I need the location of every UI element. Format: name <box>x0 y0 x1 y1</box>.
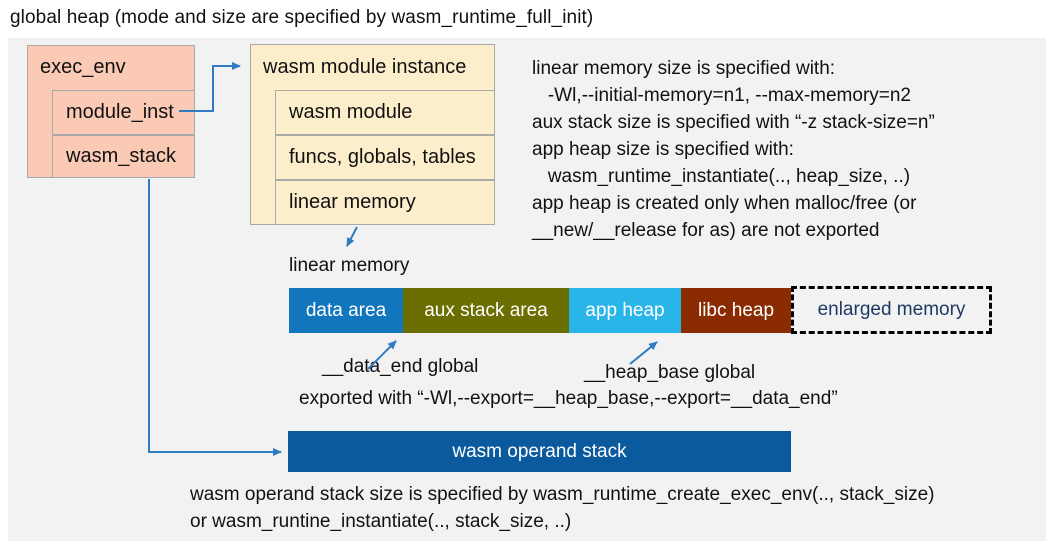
module-instance-header: wasm module instance <box>263 55 467 78</box>
module-instance-row-funcs-globals-tables: funcs, globals, tables <box>275 135 495 180</box>
note-line: linear memory size is specified with: <box>532 58 836 79</box>
note-line: -Wl,--initial-memory=n1, --max-memory=n2 <box>532 85 911 106</box>
data-end-global-label: __data_end global <box>322 356 479 377</box>
note-line: __new/__release for as) are not exported <box>532 220 880 241</box>
note-line: app heap size is specified with: <box>532 139 794 160</box>
linear-memory-bar: data area aux stack area app heap libc h… <box>289 288 791 333</box>
heap-base-global-label: __heap_base global <box>584 362 756 383</box>
note-line: wasm_runtime_instantiate(.., heap_size, … <box>532 166 911 187</box>
module-instance-row-linear-memory: linear memory <box>275 180 495 225</box>
operand-stack-notes: wasm operand stack size is specified by … <box>190 481 935 535</box>
segment-aux-stack-area: aux stack area <box>403 288 569 333</box>
module-instance-row-wasm-module: wasm module <box>275 90 495 135</box>
segment-libc-heap: libc heap <box>681 288 791 333</box>
exec-env-header: exec_env <box>40 56 126 78</box>
wasm-operand-stack-bar: wasm operand stack <box>288 431 791 472</box>
note-line: app heap is created only when malloc/fre… <box>532 193 917 214</box>
diagram-title: global heap (mode and size are specified… <box>10 7 594 28</box>
note-line: or wasm_runtine_instantiate(.., stack_si… <box>190 511 572 532</box>
exec-env-row-wasm-stack: wasm_stack <box>52 135 195 178</box>
exported-with-label: exported with “-Wl,--export=__heap_base,… <box>299 388 838 409</box>
note-line: aux stack size is specified with “-z sta… <box>532 112 935 133</box>
linear-memory-label: linear memory <box>289 255 410 276</box>
note-line: wasm operand stack size is specified by … <box>190 484 935 505</box>
linker-notes: linear memory size is specified with: -W… <box>532 55 935 244</box>
exec-env-row-module-inst: module_inst <box>52 90 195 135</box>
segment-data-area: data area <box>289 288 403 333</box>
segment-enlarged-memory: enlarged memory <box>791 286 992 334</box>
segment-app-heap: app heap <box>569 288 681 333</box>
